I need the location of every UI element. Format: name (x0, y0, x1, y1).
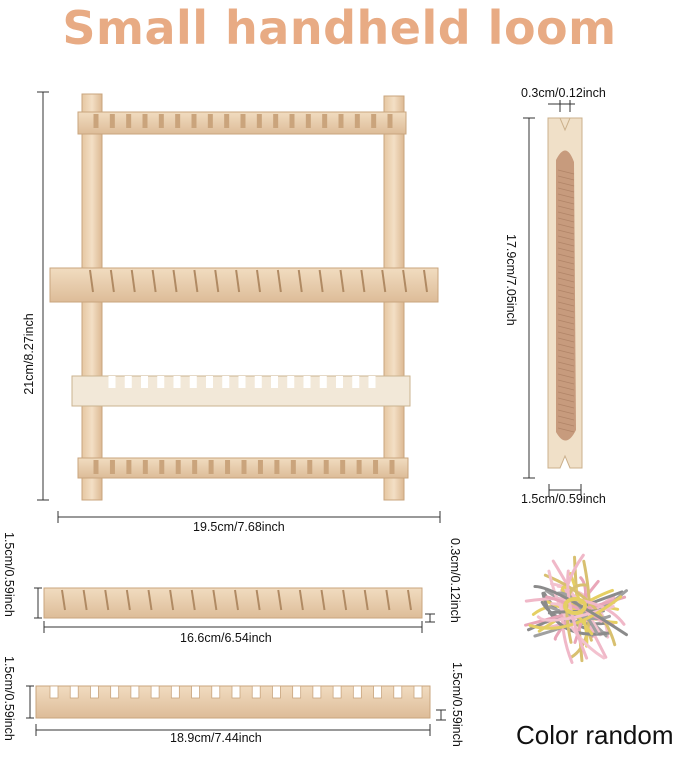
loom-comb-bar (71, 375, 411, 407)
loom-width-line (57, 511, 441, 523)
shuttle-length-label: 17.9cm/7.05inch (504, 234, 518, 326)
bar-2-height-left-label: 1.5cm/0.59inch (2, 656, 16, 741)
loom-bottom-bar (77, 457, 409, 479)
shuttle (547, 117, 583, 469)
bar-2-height-right-label: 1.5cm/0.59inch (450, 662, 464, 747)
page-title: Small handheld loom (62, 1, 617, 55)
loom-width-label: 19.5cm/7.68inch (193, 520, 285, 534)
bar-2 (35, 685, 431, 719)
bar-1-thickness-label: 0.3cm/0.12inch (448, 538, 462, 623)
bar-1-length-label: 16.6cm/6.54inch (180, 631, 272, 645)
loom-height-line (37, 91, 49, 501)
shuttle-dimension-lines (523, 100, 582, 496)
color-random-note: Color random (516, 720, 674, 750)
loom-frame (49, 93, 439, 501)
loom-height-label: 21cm/8.27inch (22, 313, 36, 395)
loom-top-bar (77, 111, 407, 135)
bar-2-length-label: 18.9cm/7.44inch (170, 731, 262, 745)
shuttle-thickness-label: 0.3cm/0.12inch (521, 86, 606, 100)
loom-middle-bar (49, 267, 439, 303)
shuttle-width-label: 1.5cm/0.59inch (521, 492, 606, 506)
bar-1-height-label: 1.5cm/0.59inch (2, 532, 16, 617)
bar-2-dimension-lines (26, 685, 446, 736)
bar-1 (43, 587, 423, 619)
yarn-bundle-image (524, 553, 628, 664)
bar-1-dimension-lines (34, 587, 435, 633)
